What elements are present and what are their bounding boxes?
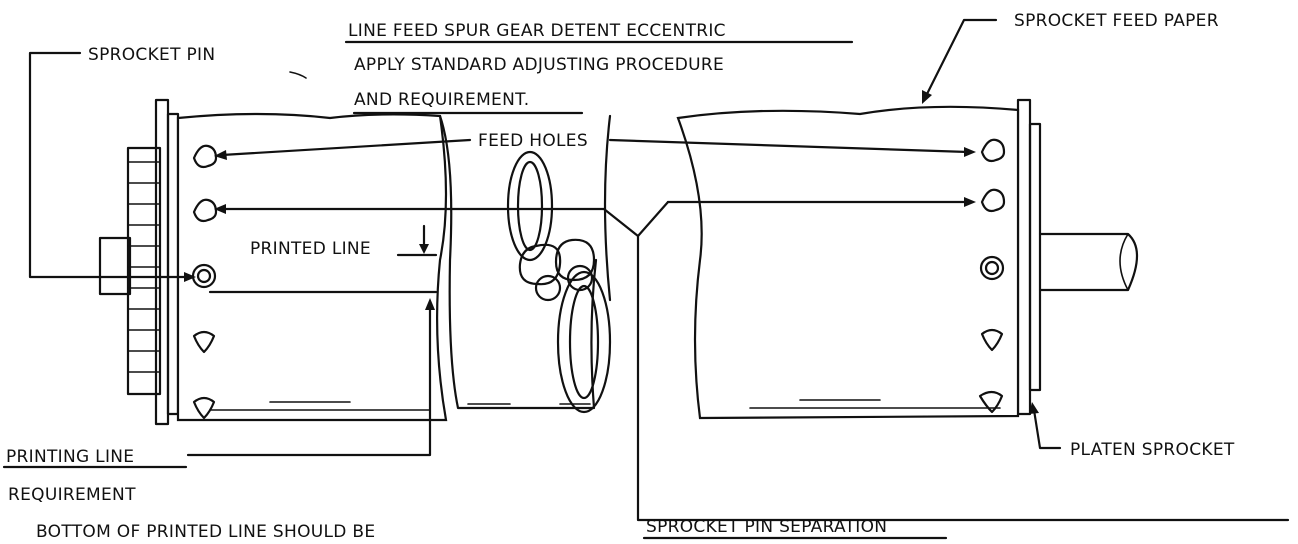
sprocket-pin-leader: [28, 51, 190, 279]
sprocket-feed-paper-leader: [924, 18, 998, 98]
left-sprocket-wheel: [98, 98, 180, 426]
sprocket-pin-label: SPROCKET PIN: [88, 45, 215, 65]
printed-line-label: PRINTED LINE: [250, 239, 371, 259]
sprocket-pin-hole-right: [979, 255, 1005, 281]
platen-cylinder-break: [438, 114, 612, 414]
sprocket-pin-separation-label: SPROCKET PIN SEPARATION: [646, 517, 887, 537]
feed-holes-arrow-left: [220, 138, 472, 157]
eccentric-title: LINE FEED SPUR GEAR DETENT ECCENTRIC: [348, 21, 726, 41]
right-feed-holes: [978, 138, 1006, 414]
bottom-note: BOTTOM OF PRINTED LINE SHOULD BE: [36, 522, 375, 542]
printing-line-label: PRINTING LINE: [6, 447, 134, 467]
printing-line-leader: [186, 306, 432, 457]
platen-sprocket-label: PLATEN SPROCKET: [1070, 440, 1235, 460]
platen-shaft-right: [1038, 232, 1139, 292]
separation-leader: [636, 234, 1290, 522]
right-paper-sheet: [676, 105, 1020, 420]
sprocket-feed-paper-label: SPROCKET FEED PAPER: [1014, 11, 1219, 31]
left-feed-holes: [191, 144, 218, 420]
leader-lines: [2, 18, 1290, 540]
platen-sprocket-leader: [1032, 408, 1062, 450]
feed-holes-arrow-right: [608, 138, 970, 154]
apply-line-2: AND REQUIREMENT.: [354, 90, 529, 110]
requirement-label: REQUIREMENT: [8, 485, 136, 505]
right-platen-sprocket: [1016, 98, 1042, 416]
left-paper-sheet: [176, 112, 448, 422]
apply-line-1: APPLY STANDARD ADJUSTING PROCEDURE: [354, 55, 724, 75]
feed-holes-label: FEED HOLES: [478, 131, 588, 151]
